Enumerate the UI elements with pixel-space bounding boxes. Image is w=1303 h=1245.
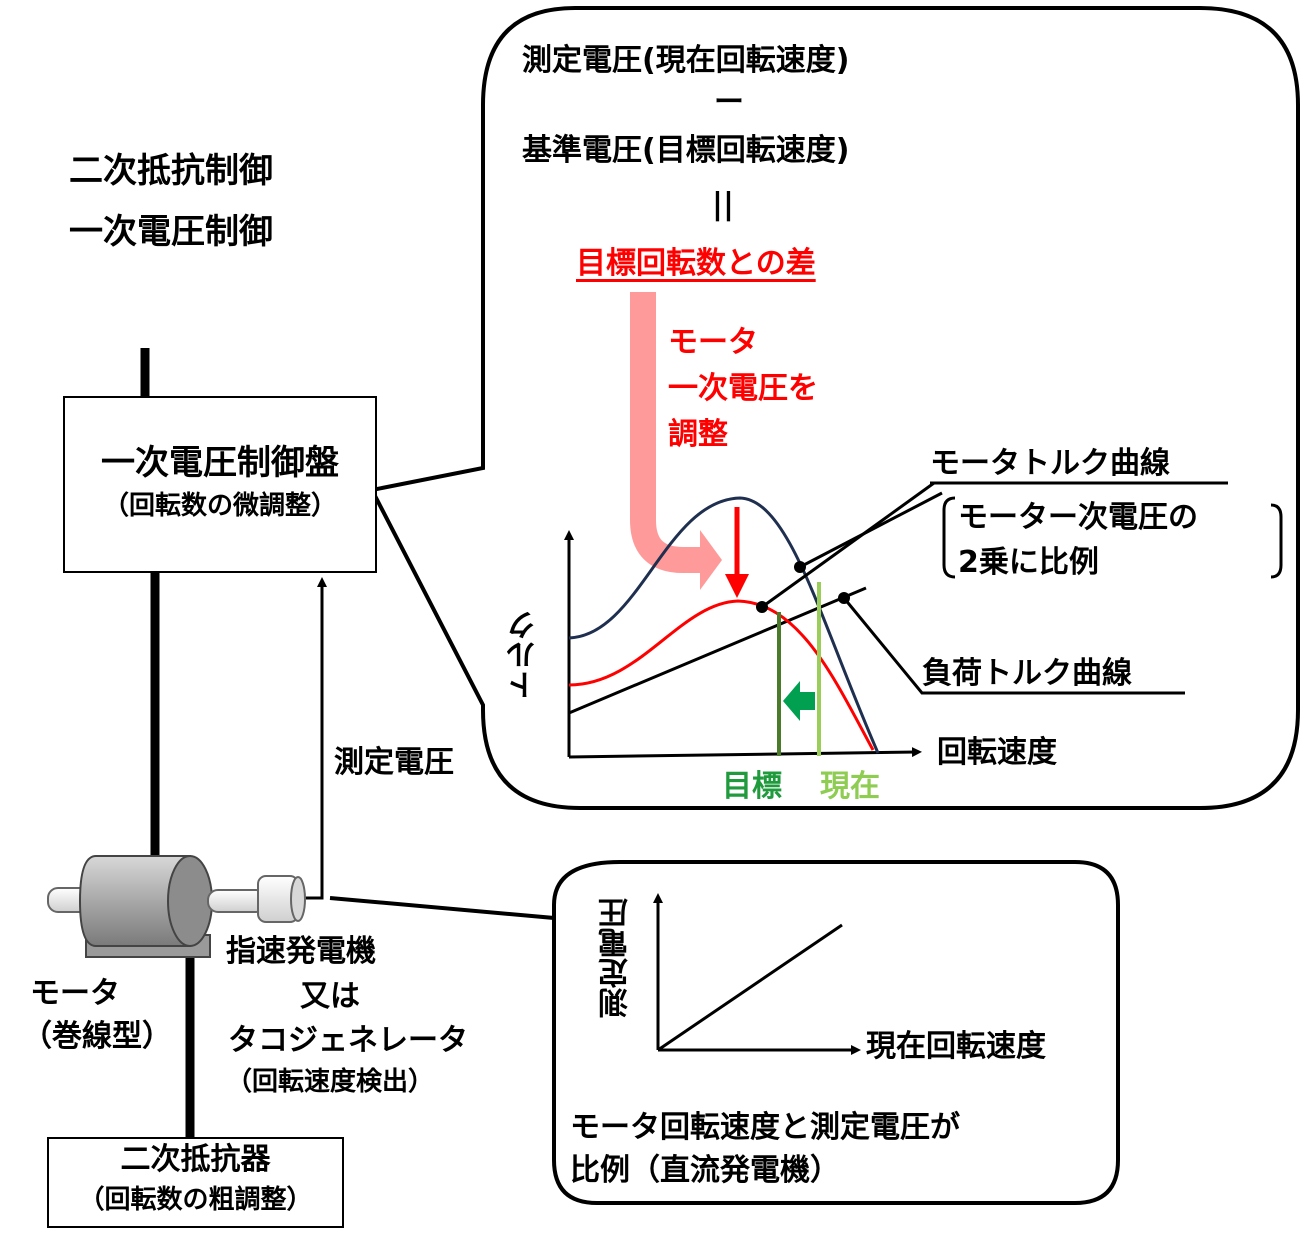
current-label: 現在 — [820, 769, 880, 804]
method-primary-voltage: 一次電圧制御 — [69, 212, 273, 252]
bottom-callout-bubble — [329, 860, 1120, 1205]
motor-label: モータ — [30, 976, 120, 1011]
measured-voltage-label: 測定電圧 — [334, 745, 454, 780]
formula-equals: || — [712, 187, 734, 222]
load-curve-leader — [842, 597, 1185, 695]
bracket-left — [942, 496, 956, 579]
load-torque-line — [568, 586, 867, 715]
motor-torque-curve-label: モータトルク曲線 — [930, 446, 1170, 481]
bracket-right — [1270, 503, 1283, 579]
adjust-arrow — [630, 292, 703, 573]
formula-measured: 測定電圧(現在回転速度) — [522, 43, 850, 78]
motor-torque-curve-reduced — [568, 599, 875, 751]
speed-difference: 目標回転数との差 — [576, 246, 816, 281]
adjust-text-1: モータ — [668, 325, 758, 360]
top-callout-bubble — [369, 6, 1300, 810]
target-label: 目標 — [722, 769, 782, 804]
proportional-caption-1: モータ回転速度と測定電圧が — [570, 1110, 960, 1145]
proportional-caption-2: 比例（直流発電機） — [570, 1153, 840, 1188]
motor-curve-leader-2 — [761, 481, 935, 609]
torque-axis-label: トルク — [507, 610, 542, 700]
formula-reference: 基準電圧(目標回転速度) — [522, 133, 850, 168]
adjust-text-3: 調整 — [668, 417, 728, 452]
resistor-title: 二次抵抗器 — [120, 1142, 271, 1177]
control-panel-box — [63, 396, 377, 573]
tacho-label-2: 又は — [300, 979, 360, 1014]
motor-torque-curve-original — [568, 496, 880, 754]
tacho-label-3: タコジェネレータ — [228, 1023, 468, 1058]
tacho-label-4: （回転速度検出） — [226, 1067, 435, 1097]
tacho-label-1: 指速発電機 — [226, 934, 376, 969]
motor-type-label: （巻線型） — [22, 1019, 172, 1054]
current-speed-axis-label: 現在回転速度 — [866, 1029, 1046, 1064]
speed-axis-x — [568, 747, 922, 759]
proportional-line — [657, 923, 843, 1052]
method-secondary-resistance: 二次抵抗制御 — [69, 151, 273, 191]
feedback-wire — [300, 577, 327, 900]
resistor-subtitle: （回転数の粗調整） — [78, 1185, 313, 1215]
resistor-box — [47, 1137, 344, 1228]
panel-title: 一次電圧制御盤 — [101, 443, 339, 483]
speed-axis-label: 回転速度 — [937, 735, 1057, 770]
voltage-axis-label: 測定電圧 — [599, 898, 634, 1018]
tachogenerator-icon — [257, 875, 306, 923]
proportional-note-1: モーター次電圧の — [958, 500, 1198, 535]
formula-minus: ー — [714, 85, 744, 120]
green-shift-arrow — [783, 681, 815, 721]
proportional-note-2: 2乗に比例 — [958, 545, 1099, 580]
adjust-text-2: 一次電圧を — [668, 371, 818, 406]
panel-subtitle: （回転数の微調整） — [102, 491, 337, 521]
load-torque-curve-label: 負荷トルク曲線 — [922, 656, 1132, 691]
motor-icon — [47, 855, 267, 958]
